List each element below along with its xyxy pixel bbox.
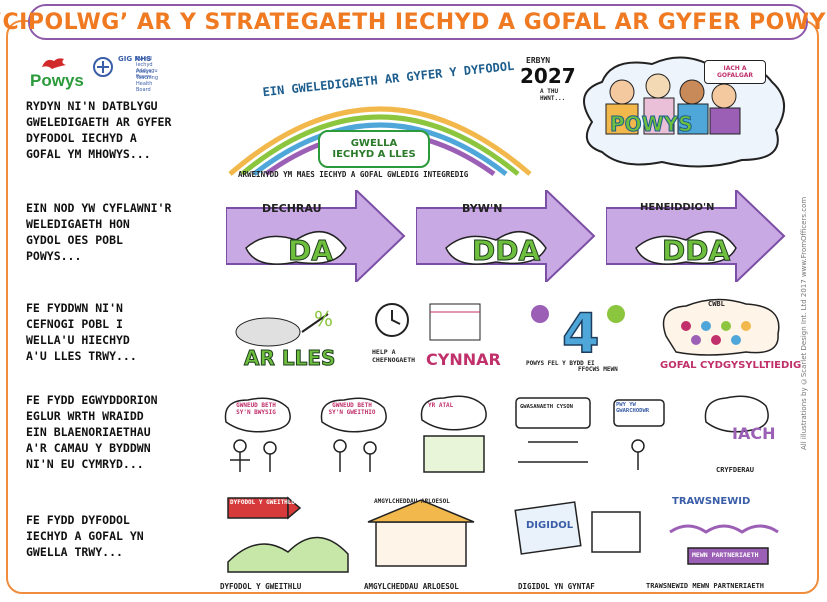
future-transform-label: TRAWSNEWID MEWN PARTNERIAETH	[646, 582, 765, 590]
support-connected-care-big: GOFAL CYDGYSYLLTIEDIG	[660, 360, 802, 371]
nhs-board-english: Powys Teaching Health Board	[136, 69, 158, 93]
support-early-help-label: HELP A CHEFNOGAETH	[372, 348, 416, 364]
vision-inner-box: GWELLA IECHYD A LLES	[318, 130, 430, 168]
page-title: ‘CIPOLWG’ AR Y STRATEGAETH IECHYD A GOFA…	[0, 9, 827, 35]
principle-6-sub: CRYFDERAU	[716, 466, 754, 474]
svg-text:4: 4	[562, 302, 600, 362]
nhs-gig-text: GIG NHS	[118, 55, 152, 63]
arrow-start-big: DA	[288, 234, 334, 268]
arrow-live-big: DDA	[471, 234, 541, 268]
future-digital-sign: DIGIDOL	[526, 520, 574, 531]
illustration-credit: All illustrations by ©Scarlet Design Int…	[800, 196, 808, 450]
future-workforce-sign: DYFODOL Y GWEITHLU	[230, 499, 296, 506]
arrow-start-well	[226, 190, 406, 282]
principle-2-label: GWNEUD BETH SY'N GWEITHIO	[328, 402, 376, 416]
future-environments-sign: AMGYLCHEDDAU ARLOESOL	[374, 498, 450, 505]
future-digital-label: DIGIDOL YN GYNTAF	[518, 582, 595, 591]
principle-6-label: IACH	[732, 424, 776, 443]
future-transform-sign: TRAWSNEWID	[672, 496, 751, 507]
future-transform-sub: MEWN PARTNERIAETH	[692, 551, 759, 559]
support-wellbeing-illustration: %	[235, 307, 333, 347]
principle-4-label: GWASANAETH CYSON	[520, 404, 573, 410]
arrow-live-well	[416, 190, 596, 282]
support-focus-label: POWYS FEL Y BYDD EI	[526, 360, 595, 367]
vision-flag-text: IACH A GOFALGAR	[716, 65, 754, 79]
principles-illustrations	[224, 395, 769, 473]
vision-year: 2027	[520, 64, 576, 88]
support-focus-sub: FFOCWS MEWN	[578, 366, 618, 373]
vision-year-pre: ERBYN	[526, 56, 551, 65]
support-focus-illustration: 4	[531, 301, 625, 362]
svg-text:%: %	[314, 307, 333, 331]
vision-year-post: A THU HWNT...	[540, 88, 566, 102]
row-text-principles: FE FYDD EGWYDDORION EGLUR WRTH WRAIDD EI…	[26, 393, 158, 471]
support-early-help-big: CYNNAR	[426, 350, 501, 369]
future-environments-label: AMGYLCHEDDAU ARLOESOL	[364, 582, 459, 591]
powys-logo-text: Powys	[30, 71, 84, 90]
nhs-logo: GIG NHS Bwrdd Iechyd Addysgu Powys Powys…	[92, 54, 162, 93]
powys-logo: Powys	[30, 55, 84, 91]
title-banner: ‘CIPOLWG’ AR Y STRATEGAETH IECHYD A GOFA…	[0, 4, 827, 40]
arrow-age-big: DDA	[661, 234, 731, 268]
nhs-board-welsh: Bwrdd Iechyd Addysgu Powys	[136, 56, 158, 80]
arrow-live-top: BYW'N	[462, 202, 503, 215]
support-early-help-illustration	[375, 303, 481, 341]
vision-inner-text: GWELLA IECHYD A LLES	[332, 138, 416, 160]
arrow-age-top: HENEIDDIO'N	[640, 202, 715, 213]
future-illustrations	[227, 496, 779, 573]
vision-flag: IACH A GOFALGAR	[704, 60, 766, 84]
row-text-aim: EIN NOD YW CYFLAWNI'R WELEDIGAETH HON GY…	[26, 201, 172, 263]
arrow-age-well	[606, 190, 786, 282]
future-workforce-label: DYFODOL Y GWEITHLU	[220, 582, 302, 591]
principle-5-label: PWY YW GWARCHODWR	[616, 402, 650, 414]
support-connected-care-illustration	[662, 298, 780, 356]
vision-caption: ARWEINYDD YM MAES IECHYD A GOFAL GWLEDIG…	[238, 170, 469, 179]
support-connected-care-label: CWBL	[708, 300, 725, 308]
row-text-future: FE FYDD DYFODOL IECHYD A GOFAL YN GWELLA…	[26, 513, 144, 559]
support-wellbeing-label: AR LLES	[243, 346, 336, 371]
row-text-support: FE FYDDWN NI'N CEFNOGI POBL I WELLA'U HI…	[26, 301, 137, 363]
row-text-vision: RYDYN NI'N DATBLYGU GWELEDIGAETH AR GYFE…	[26, 99, 172, 161]
vision-cloud-text: POWYS	[610, 112, 694, 137]
principle-3-label: YR ATAL	[428, 402, 454, 409]
arrow-start-top: DECHRAU	[262, 202, 322, 215]
nhs-knot-icon	[93, 57, 113, 77]
powys-cloud-people	[583, 56, 785, 168]
dragon-icon	[42, 58, 66, 69]
principle-1-label: GWNEUD BETH SY'N BWYSIG	[236, 402, 276, 416]
